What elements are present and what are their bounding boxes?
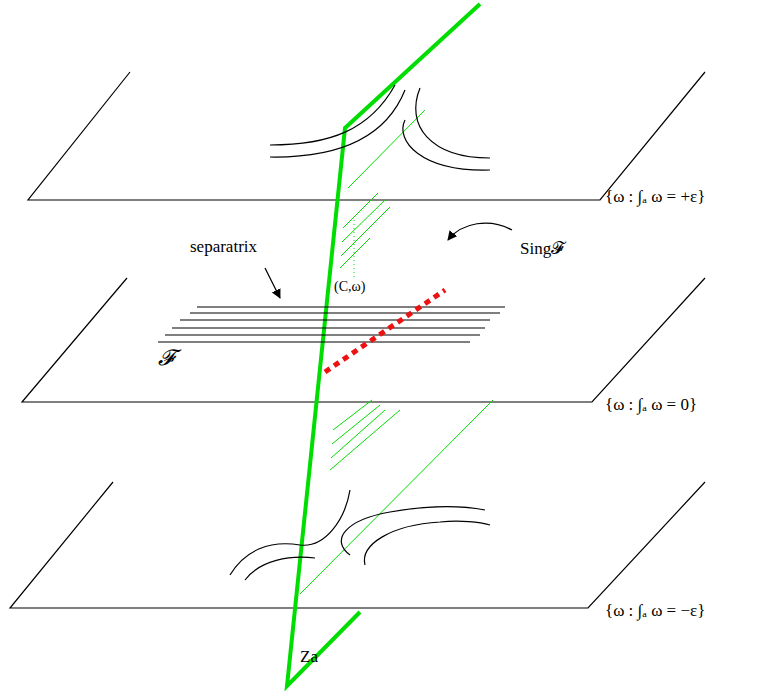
thin-green-lines [300,110,493,594]
singular-set [325,290,445,372]
level-set-label: {ω : ∫ₐ ω = −ε} [605,602,705,621]
separatrix-label: separatrix [190,238,257,257]
thick-green-curve [287,4,480,686]
cycle-label: Za [300,648,318,667]
level-set-label: {ω : ∫ₐ ω = +ε} [605,188,705,207]
leaves [158,85,505,580]
point-label: (C,ω) [334,279,365,294]
singular-set-label: Sing𝓕 [520,240,564,259]
plane-zero [22,278,705,402]
separatrix-leader [265,268,280,298]
sing-leader [448,223,512,240]
plane-minus [10,482,705,608]
planes [10,72,705,608]
plane-plus [28,72,705,200]
level-set-label: {ω : ∫ₐ ω = 0} [605,396,697,415]
foliation-label: 𝓕 [158,346,174,370]
